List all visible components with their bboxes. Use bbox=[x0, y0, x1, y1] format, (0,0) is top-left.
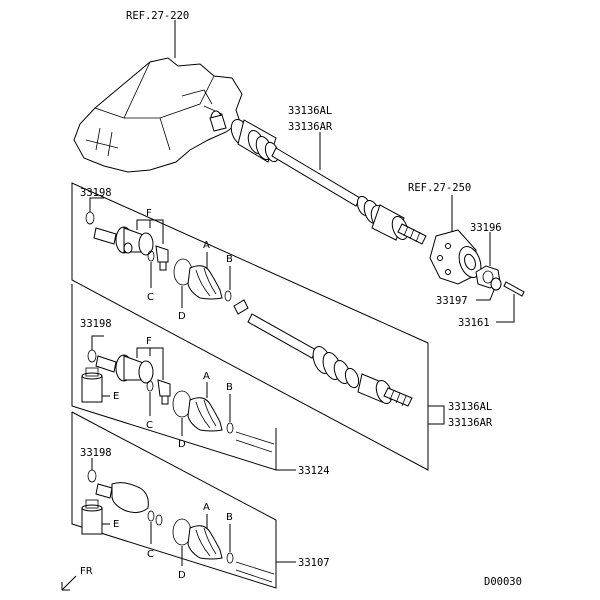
kit-33107-label: 33107 bbox=[298, 557, 330, 569]
boot-band-small-1 bbox=[224, 290, 232, 302]
letter-e-1: E bbox=[113, 391, 119, 402]
letter-a-2: A bbox=[203, 371, 210, 382]
cotter-pin-leader bbox=[496, 294, 515, 323]
cotter-pin-label: 33161 bbox=[458, 317, 490, 329]
circlip-inner-3 bbox=[155, 514, 163, 526]
letter-d-2: D bbox=[178, 439, 186, 450]
box-shaft-1 bbox=[233, 299, 413, 407]
shaft-stub-3 bbox=[235, 561, 275, 583]
snap-ring-1-leader bbox=[89, 197, 104, 212]
letter-e-2: E bbox=[113, 519, 119, 530]
snap-ring-1-label: 33198 bbox=[80, 187, 112, 199]
circlip-c-2 bbox=[146, 380, 154, 392]
hub-nut-label: 33196 bbox=[470, 222, 502, 234]
kit-33124-label: 33124 bbox=[298, 465, 330, 477]
letter-c-2: C bbox=[146, 420, 153, 431]
letter-a-3: A bbox=[203, 502, 210, 513]
letter-d-3: D bbox=[178, 570, 186, 581]
letter-c-1: C bbox=[147, 292, 154, 303]
boot-2 bbox=[187, 397, 223, 432]
letter-c-3: C bbox=[147, 549, 154, 560]
shaft-stub-2 bbox=[235, 431, 275, 453]
assembly-label-ar: 33136AR bbox=[448, 417, 493, 429]
kit-box-33107 bbox=[71, 411, 277, 589]
main-drive-shaft bbox=[209, 114, 427, 245]
assembly-label-al: 33136AL bbox=[448, 401, 492, 413]
main-shaft-label-ar: 33136AR bbox=[288, 121, 333, 133]
snap-ring-3 bbox=[87, 469, 97, 483]
letter-f-1: F bbox=[146, 208, 152, 219]
snap-ring-2 bbox=[87, 349, 97, 363]
grease-pack-e-1 bbox=[81, 367, 103, 403]
snap-ring-2-label: 33198 bbox=[80, 318, 112, 330]
transaxle-ref-label: REF.27-220 bbox=[126, 10, 189, 22]
grease-pack-e-2 bbox=[81, 499, 103, 535]
front-indicator-label: FR bbox=[80, 566, 93, 577]
washer-leader bbox=[476, 289, 495, 301]
front-arrow-icon bbox=[61, 575, 77, 591]
boot-band-small-3 bbox=[226, 552, 234, 564]
inner-joint-housing-1 bbox=[93, 226, 154, 256]
outer-joint-housing-3 bbox=[95, 482, 149, 514]
letter-b-1: B bbox=[226, 254, 233, 265]
letter-a-1: A bbox=[203, 240, 210, 251]
snap-ring-2-leader bbox=[91, 335, 104, 350]
letter-f-2-leader bbox=[136, 347, 164, 380]
circlip-c-1 bbox=[147, 250, 155, 262]
snap-ring-1 bbox=[85, 211, 95, 225]
inner-joint-housing-2 bbox=[95, 354, 154, 384]
assembly-box-al-ar bbox=[71, 182, 429, 471]
hub-ref-label: REF.27-250 bbox=[408, 182, 471, 194]
boot-3 bbox=[187, 525, 223, 560]
letter-d-1: D bbox=[178, 311, 186, 322]
boot-band-small-2 bbox=[226, 422, 234, 434]
washer-label: 33197 bbox=[436, 295, 468, 307]
cotter-pin bbox=[503, 281, 525, 297]
circlip-c-3 bbox=[147, 510, 155, 522]
washer bbox=[490, 277, 502, 291]
letter-f-1-leader bbox=[136, 219, 164, 244]
snap-ring-3-label: 33198 bbox=[80, 447, 112, 459]
letter-f-2: F bbox=[146, 336, 152, 347]
boot-1 bbox=[187, 265, 223, 300]
assembly-bracket bbox=[428, 405, 445, 425]
tripod-joint-2 bbox=[157, 379, 171, 405]
kit-box-33124 bbox=[71, 284, 277, 471]
tripod-joint-1 bbox=[155, 245, 169, 271]
wheel-hub bbox=[429, 229, 482, 285]
letter-b-2: B bbox=[226, 382, 233, 393]
diagram-code: D00030 bbox=[484, 576, 522, 588]
transaxle-housing bbox=[73, 57, 243, 173]
main-shaft-label-al: 33136AL bbox=[288, 105, 332, 117]
letter-b-3: B bbox=[226, 512, 233, 523]
